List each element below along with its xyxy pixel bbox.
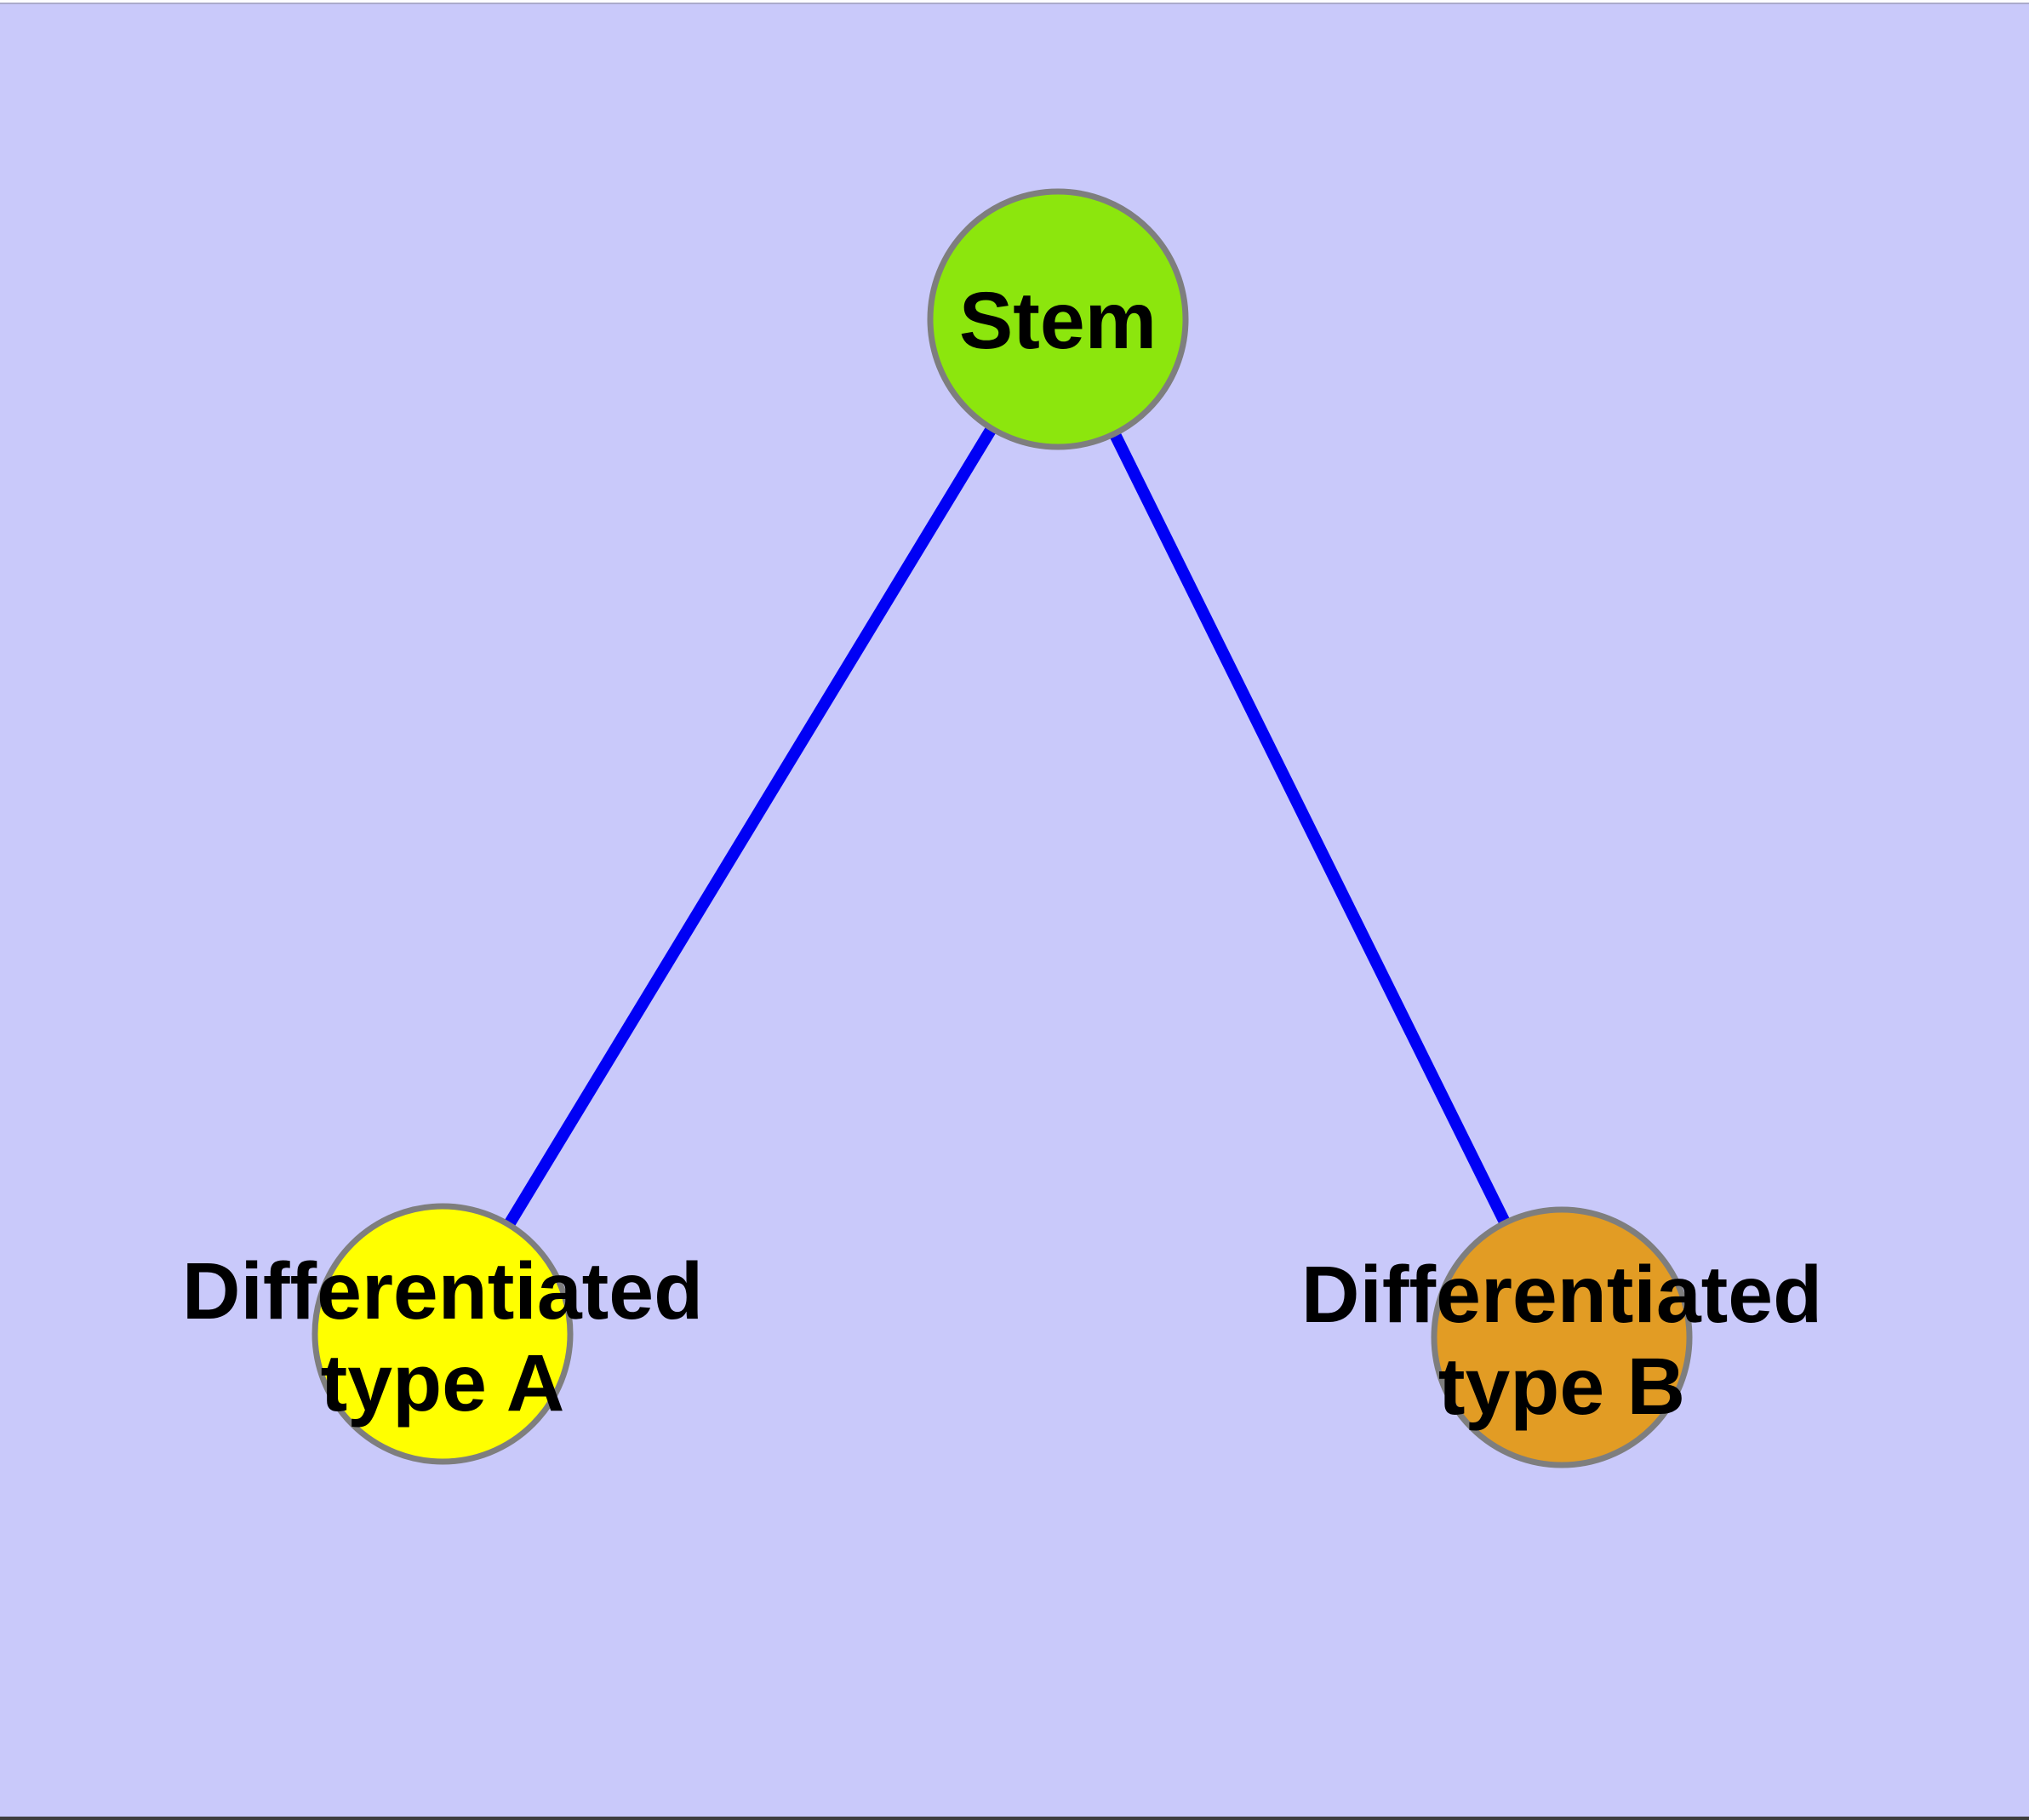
- node-type-b-circle: [1431, 1206, 1693, 1468]
- edge-stem-to-type-a: [437, 316, 1063, 1337]
- node-stem-circle: [927, 188, 1189, 450]
- node-stem-label: Stem: [959, 276, 1157, 366]
- node-type-b-label-line1: Differentiated: [1301, 1250, 1822, 1340]
- node-type-a-label-line1: Differentiated: [182, 1246, 703, 1336]
- node-type-a-circle: [311, 1203, 574, 1465]
- node-type-a-label-line2: type A: [321, 1338, 565, 1428]
- node-type-a: Differentiated type A: [182, 1203, 703, 1465]
- node-type-b: Differentiated type B: [1301, 1206, 1822, 1468]
- node-stem: Stem: [927, 188, 1189, 450]
- node-type-b-label-line2: type B: [1438, 1342, 1685, 1432]
- window-edge-top: [0, 0, 2029, 4]
- window-edge-bottom: [0, 1817, 2029, 1820]
- edge-stem-to-type-b: [1052, 316, 1568, 1341]
